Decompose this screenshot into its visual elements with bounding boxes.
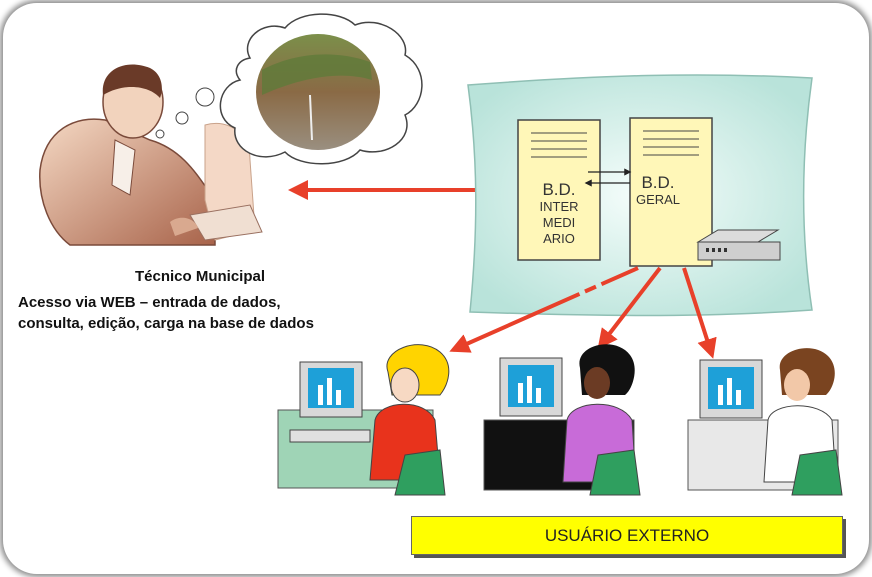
- external-user-label-box: USUÁRIO EXTERNO: [411, 516, 843, 555]
- thought-bubble: [155, 13, 423, 165]
- server-label-line: ARIO: [543, 231, 575, 246]
- server-label-line: INTER: [540, 199, 579, 214]
- server-label-line: GERAL: [636, 192, 680, 207]
- technician-illustration: [39, 64, 263, 246]
- technician-desc-line-2: consulta, edição, carga na base de dados: [18, 315, 314, 332]
- svg-text:B.D.GERAL: B.D.GERAL: [636, 173, 680, 207]
- external-user-label: USUÁRIO EXTERNO: [544, 526, 710, 545]
- server-label-line: MEDI: [543, 215, 576, 230]
- arrow-to-user-2: [597, 266, 662, 350]
- user-workstation-2: [483, 344, 641, 496]
- technician-title: Técnico Municipal: [134, 268, 266, 285]
- technician-description: Acesso via WEB – entrada de dados, consu…: [18, 292, 314, 334]
- arrow-to-user-1: [449, 266, 639, 353]
- technician-desc-line-1: Acesso via WEB – entrada de dados,: [18, 294, 281, 311]
- arrow-to-user-3: [682, 267, 717, 359]
- modem-device: [696, 229, 781, 261]
- landslide-photo: [256, 34, 380, 150]
- user-workstation-3: [687, 348, 843, 496]
- server-label-line: B.D.: [641, 173, 674, 192]
- user-workstation-1: [277, 344, 450, 496]
- server-label-line: B.D.: [542, 180, 575, 199]
